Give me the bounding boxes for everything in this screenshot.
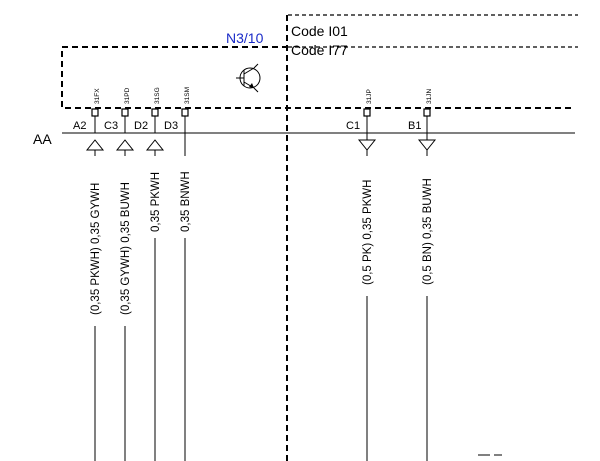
- pin-label: B1: [408, 120, 421, 132]
- pin-label: D2: [134, 120, 148, 132]
- code-label-1: Code I01: [291, 23, 348, 39]
- terminal-box: [363, 108, 371, 117]
- pin-label: A2: [73, 120, 86, 132]
- pin-label: D3: [164, 120, 178, 132]
- terminal-box: [151, 108, 159, 117]
- transistor-icon: [236, 63, 261, 93]
- wire-spec: (0,5 PK) 0,35 PKWH: [362, 180, 374, 285]
- wire-spec: (0,35 PKWH) 0,35 GYWH: [90, 183, 102, 315]
- wire-group-right: 31JP C1 (0,5 PK) 0,35 PKWH 31JN B1 (0,5 …: [346, 89, 437, 461]
- module-boundary: [61, 46, 575, 109]
- pin-label: C1: [346, 120, 360, 132]
- wire-group-left: 31FX A2 (0,35 PKWH) 0,35 GYWH 31PD C3 (0…: [73, 87, 192, 461]
- terminal-code: 31PD: [124, 87, 131, 104]
- wire-c3: 31PD C3 (0,35 GYWH) 0,35 BUWH: [104, 87, 135, 461]
- terminal-box: [121, 108, 129, 117]
- pin-label: C3: [104, 120, 118, 132]
- terminal-code: 31JN: [426, 89, 433, 104]
- terminal-code: 31SG: [154, 87, 161, 104]
- terminal-code: 31SM: [184, 87, 191, 104]
- wire-spec: 0,35 BNWH: [180, 171, 192, 232]
- code-label-2: Code I77: [291, 42, 348, 58]
- wire-d2: 31SG D2 0,35 PKWH: [134, 87, 165, 461]
- wire-spec: (0,35 GYWH) 0,35 BUWH: [120, 182, 132, 315]
- terminal-code: 31JP: [366, 89, 373, 104]
- terminal-box: [91, 108, 99, 117]
- connector-label: AA: [33, 131, 52, 147]
- terminal-code: 31FX: [94, 88, 101, 104]
- wire-d3: 31SM D3 0,35 BNWH: [164, 87, 192, 461]
- wire-c1: 31JP C1 (0,5 PK) 0,35 PKWH: [346, 89, 377, 461]
- wire-spec: 0,35 PKWH: [150, 172, 162, 232]
- terminal-box: [423, 108, 431, 117]
- terminal-box: [181, 108, 189, 117]
- wire-spec: (0,5 BN) 0,35 BUWH: [422, 178, 434, 285]
- wire-b1: 31JN B1 (0,5 BN) 0,35 BUWH: [408, 89, 437, 461]
- module-label: N3/10: [226, 30, 264, 46]
- wire-a2: 31FX A2 (0,35 PKWH) 0,35 GYWH: [73, 88, 105, 461]
